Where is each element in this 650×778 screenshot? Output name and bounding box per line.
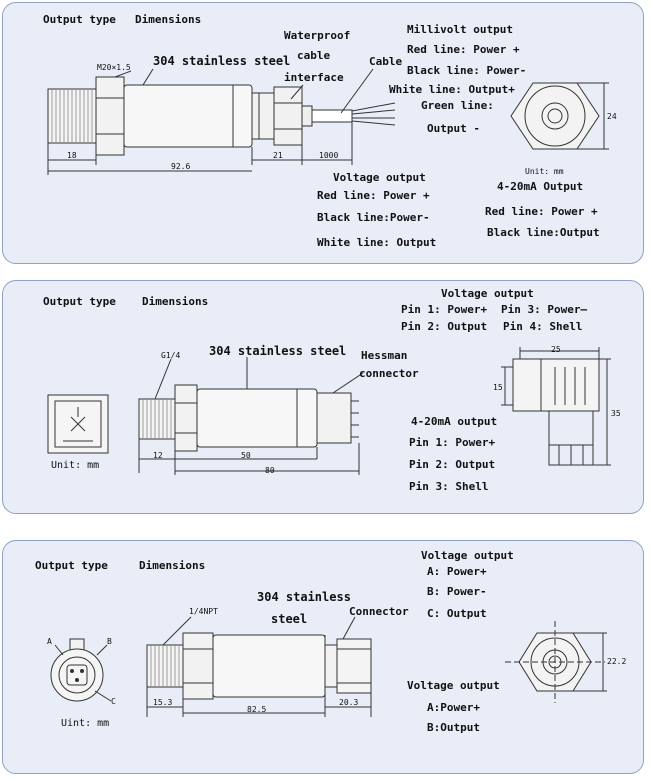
- p1-unit-label: Unit: mm: [525, 167, 564, 176]
- p1-voltage-title: Voltage output: [333, 171, 426, 184]
- p2-thread-label: G1/4: [161, 351, 181, 360]
- p1-cable-word-label: cable: [297, 49, 331, 62]
- p2-voltage-title: Voltage output: [441, 287, 534, 300]
- p2-voltage-pin4: Pin 4: Shell: [503, 320, 583, 333]
- p1-millivolt-title: Millivolt output: [407, 23, 513, 36]
- p1-dim-92-6: 92.6: [171, 162, 191, 171]
- p1-voltage-white: White line: Output: [317, 236, 437, 249]
- p1-interface-label: interface: [284, 71, 344, 84]
- p3-material-1-label: 304 stainless: [257, 590, 351, 604]
- p2-dim-12: 12: [153, 451, 163, 460]
- p1-millivolt-black: Black line: Power-: [407, 64, 527, 77]
- panel-connector-output: Output type Dimensions 1/4NPT 304 stainl…: [2, 540, 644, 774]
- p2-current-pin2: Pin 2: Output: [409, 458, 496, 471]
- p1-millivolt-white: White line: Output+: [389, 83, 515, 96]
- p3-dim-20-3: 20.3: [339, 698, 359, 707]
- panel-hessman-output: Output type Dimensions G1/4 304 stainles…: [2, 280, 644, 514]
- p1-output-type-label: Output type: [43, 13, 116, 26]
- p3-voltage-bottom-title: Voltage output: [407, 679, 500, 692]
- p2-dim-50: 50: [241, 451, 251, 460]
- p1-millivolt-red: Red line: Power +: [407, 43, 520, 56]
- p2-output-type-label: Output type: [43, 295, 116, 308]
- p1-dim-21: 21: [273, 151, 283, 160]
- p2-material-label: 304 stainless steel: [209, 344, 347, 358]
- p3-thread-label: 1/4NPT: [189, 607, 218, 616]
- p2-current-title: 4-20mA output: [411, 415, 498, 428]
- p2-current-pin1: Pin 1: Power+: [409, 436, 496, 449]
- p1-millivolt-output-minus: Output -: [427, 122, 480, 135]
- p2-voltage-pin2: Pin 2: Output: [401, 320, 488, 333]
- p3-unit-label: Uint: mm: [61, 718, 110, 729]
- connector-sensor-drawing: [50, 616, 607, 717]
- p3-voltage-top-b: B: Power-: [427, 585, 487, 598]
- p1-cable-label: Cable: [369, 55, 403, 68]
- p2-dim-25: 25: [551, 345, 561, 354]
- p1-material-label: 304 stainless steel: [153, 54, 291, 68]
- p3-voltage-bottom-b: B:Output: [427, 721, 480, 734]
- p2-dim-15: 15: [493, 383, 503, 392]
- p2-voltage-pin3: Pin 3: Power—: [501, 303, 588, 316]
- p3-dim-82-5: 82.5: [247, 705, 267, 714]
- p3-material-2-label: steel: [271, 612, 308, 626]
- cable-sensor-drawing: [47, 68, 609, 175]
- hessman-sensor-drawing: [47, 347, 611, 475]
- p2-hessman-label: Hessman: [361, 349, 408, 362]
- p2-current-pin3: Pin 3: Shell: [409, 480, 489, 493]
- p3-label-c: C: [111, 697, 116, 706]
- p1-current-black: Black line:Output: [487, 226, 600, 239]
- p1-dim-1000: 1000: [319, 151, 339, 160]
- p1-current-title: 4-20mA Output: [497, 180, 584, 193]
- p3-dimensions-label: Dimensions: [139, 559, 206, 572]
- p1-current-red: Red line: Power +: [485, 205, 598, 218]
- p1-thread-label: M20×1.5: [97, 63, 131, 72]
- p3-output-type-label: Output type: [35, 559, 108, 572]
- p3-dim-22-2: 22.2: [607, 657, 627, 666]
- p3-label-b: B: [107, 637, 112, 646]
- p1-voltage-red: Red line: Power +: [317, 189, 430, 202]
- p1-dim-24: 24: [607, 112, 617, 121]
- p3-voltage-top-title: Voltage output: [421, 549, 514, 562]
- p2-voltage-pin1: Pin 1: Power+: [401, 303, 488, 316]
- p2-dim-35: 35: [611, 409, 621, 418]
- p1-voltage-black: Black line:Power-: [317, 211, 430, 224]
- p1-dimensions-label: Dimensions: [135, 13, 202, 26]
- p2-unit-label: Unit: mm: [51, 460, 100, 471]
- p1-waterproof-label: Waterproof: [284, 29, 351, 42]
- p1-dim-18: 18: [67, 151, 77, 160]
- p3-voltage-top-a: A: Power+: [427, 565, 487, 578]
- p3-label-a: A: [47, 637, 52, 646]
- p1-millivolt-green: Green line:: [421, 99, 494, 112]
- p3-voltage-top-c: C: Output: [427, 607, 487, 620]
- p2-dim-80: 80: [265, 466, 275, 475]
- p2-dimensions-label: Dimensions: [142, 295, 209, 308]
- p2-connector-label: connector: [359, 367, 419, 380]
- p3-connector-label: Connector: [349, 605, 409, 618]
- p3-dim-15-3: 15.3: [153, 698, 173, 707]
- p3-voltage-bottom-a: A:Power+: [427, 701, 480, 714]
- panel-cable-output: Output type Dimensions M20×1.5 304 stain…: [2, 2, 644, 264]
